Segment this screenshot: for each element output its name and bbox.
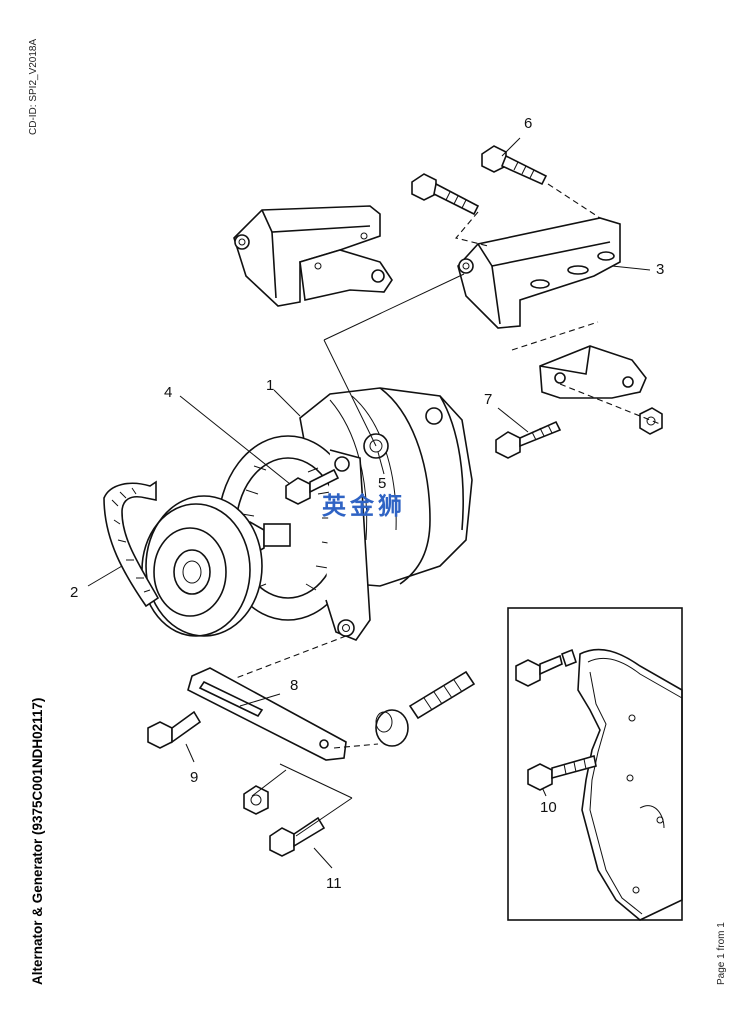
adjusting-link bbox=[187, 667, 347, 761]
bolt-4 bbox=[285, 468, 340, 505]
callout-10: 10 bbox=[540, 799, 557, 816]
leader-lines bbox=[87, 137, 661, 869]
mounting-bracket-left bbox=[233, 205, 393, 307]
callout-1: 1 bbox=[266, 377, 274, 394]
drive-belt bbox=[103, 480, 160, 608]
pulley bbox=[141, 495, 263, 637]
mounting-bracket-right bbox=[457, 217, 621, 329]
nut-lower bbox=[243, 785, 269, 815]
callout-8: 8 bbox=[290, 677, 298, 694]
callout-11: 11 bbox=[326, 875, 342, 892]
bolt-7 bbox=[495, 420, 562, 459]
callout-7: 7 bbox=[484, 391, 492, 408]
callout-5: 5 bbox=[378, 475, 386, 492]
nut-upper-right bbox=[639, 407, 663, 435]
bolt-6 bbox=[481, 145, 548, 186]
inset-panel bbox=[507, 607, 683, 921]
bolt-9 bbox=[147, 710, 202, 749]
spacer bbox=[375, 709, 409, 747]
callout-9: 9 bbox=[190, 769, 198, 786]
watermark-text: 英金狮 bbox=[322, 492, 406, 520]
stud bbox=[408, 670, 476, 720]
bolt-upper-left bbox=[411, 173, 480, 216]
callout-6: 6 bbox=[524, 115, 532, 132]
support-plate bbox=[539, 345, 647, 399]
callout-labels: 1 2 3 4 5 6 7 8 9 10 11 bbox=[70, 115, 664, 892]
callout-2: 2 bbox=[70, 584, 78, 601]
callout-4: 4 bbox=[164, 384, 172, 401]
bolt-11 bbox=[269, 816, 326, 857]
callout-3: 3 bbox=[656, 261, 664, 278]
